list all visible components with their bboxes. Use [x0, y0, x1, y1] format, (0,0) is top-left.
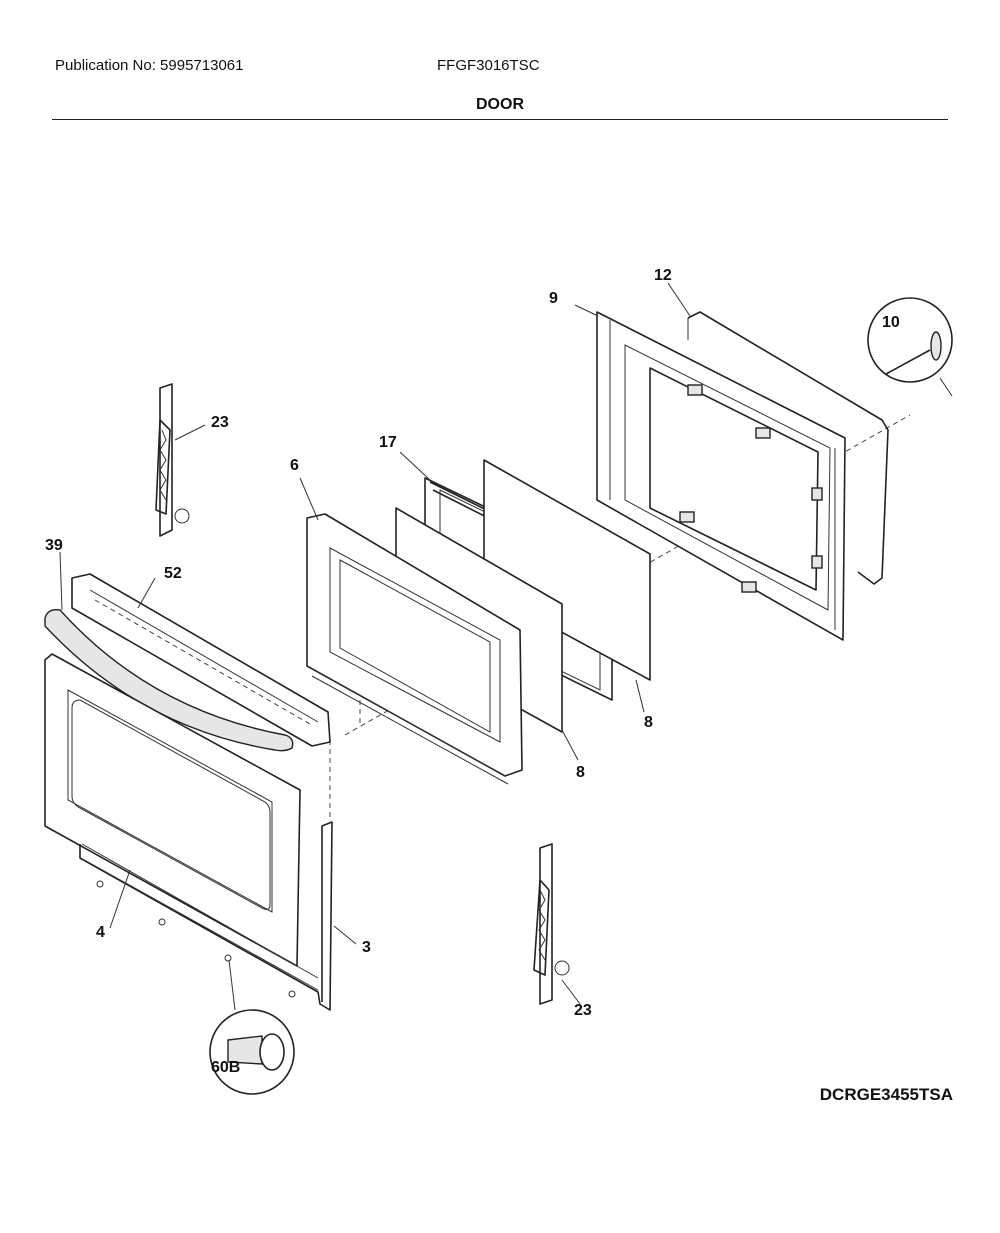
window-glass-rear: [483, 459, 651, 681]
outer-door-frame: [79, 821, 333, 1011]
header-divider: [52, 119, 948, 120]
leader-lines: [59, 282, 691, 1005]
outer-door-glass: [44, 653, 301, 967]
part-label-8-front: 8: [576, 764, 585, 781]
part-label-12: 12: [654, 267, 672, 284]
door-gasket: [687, 311, 889, 585]
part-label-8-rear: 8: [644, 714, 653, 731]
part-label-60b: 60B: [211, 1059, 240, 1076]
vent-trim: [71, 573, 331, 747]
part-label-23-lower: 23: [574, 1002, 592, 1019]
part-label-6: 6: [290, 457, 299, 474]
window-frame: [306, 513, 523, 785]
part-label-4: 4: [96, 924, 105, 941]
part-label-52: 52: [164, 565, 182, 582]
part-label-9: 9: [549, 290, 558, 307]
bolt-callout: [867, 297, 953, 397]
part-label-39: 39: [45, 537, 63, 554]
part-label-10: 10: [882, 314, 900, 331]
diagram-code: DCRGE3455TSA: [819, 1085, 953, 1104]
part-label-3: 3: [362, 939, 371, 956]
hinge-upper: [155, 383, 190, 537]
model-number: FFGF3016TSC: [437, 57, 540, 74]
inner-door-panel: [596, 311, 846, 641]
part-label-23-upper: 23: [211, 414, 229, 431]
frame-screws: [96, 880, 296, 998]
publication-number: Publication No: 5995713061: [55, 57, 244, 74]
hinge-lower: [533, 843, 570, 1005]
screw-callout: [209, 959, 295, 1095]
page-title: DOOR: [476, 96, 524, 113]
part-labels: 9 12 10 23 17 6 39 52 8 8 3 4 23 60B: [45, 267, 900, 1076]
part-label-17: 17: [379, 434, 397, 451]
